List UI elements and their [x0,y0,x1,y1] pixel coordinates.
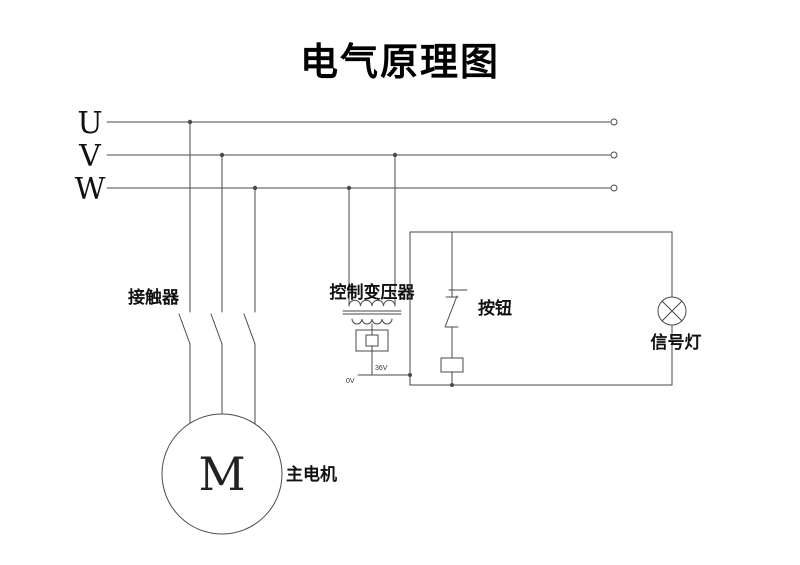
control-transformer: 36V 0V 控制变压器 [330,154,416,385]
power-bus: U V W [75,106,618,207]
pushbutton-symbol [444,231,468,359]
bus-terminal-w [610,184,618,192]
diagram-title: 电气原理图 [300,42,500,84]
motor-label: 主电机 [286,464,337,484]
motor-letter: M [198,447,245,501]
contactor-blade-1 [178,313,191,345]
button-label: 按钮 [478,298,512,318]
contactor-blade-3 [243,313,256,345]
contactor: 接触器 [128,121,256,425]
phase-label-u: U [77,106,102,141]
transformer-primary-coil [348,299,396,307]
lamp-cross-line [661,300,683,322]
signal-lamp-icon [657,296,687,326]
junction-dot [450,383,454,387]
phase-label-v: V [78,139,102,174]
transformer-label: 控制变压器 [330,282,416,302]
motor: M 主电机 [161,413,337,535]
bus-terminal-v [610,151,618,159]
motor-circle [161,413,283,535]
bus-terminal-u [610,118,618,126]
contactor-label: 接触器 [128,287,180,307]
lamp-label: 信号灯 [651,332,702,352]
contactor-blade-2 [210,313,223,345]
button-blade [444,295,458,328]
fuse-symbol [365,334,379,347]
label-0v: 0V [346,378,355,385]
label-36v: 36V [375,365,388,372]
transformer-secondary-coil [351,318,393,325]
control-circuit: 信号灯 按钮 [409,231,702,387]
contactor-coil [440,357,464,373]
phase-label-w: W [75,172,106,207]
